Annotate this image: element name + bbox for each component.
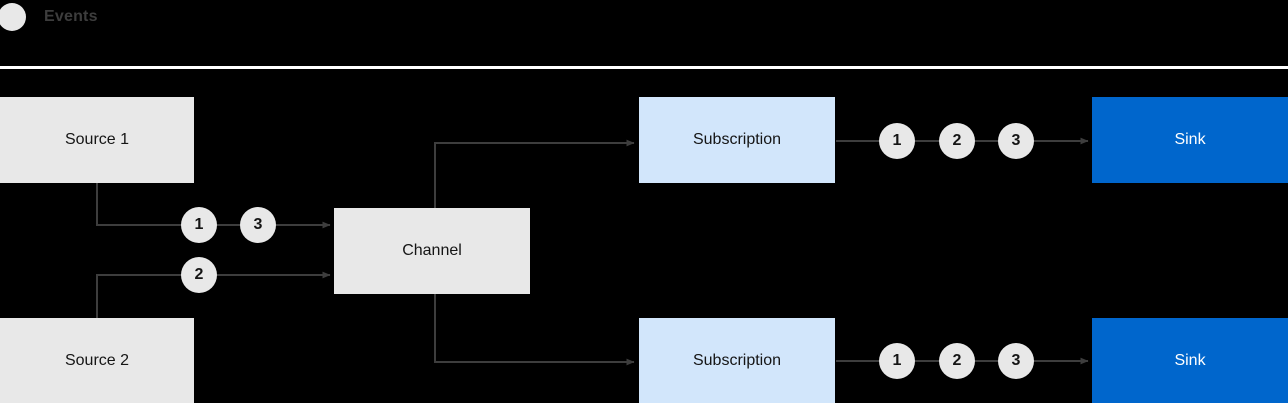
- events-legend-marker-icon: [0, 3, 26, 31]
- event-badge: 1: [181, 207, 217, 243]
- event-badge: 3: [998, 123, 1034, 159]
- legend: Events: [0, 0, 1288, 34]
- event-badge: 2: [181, 257, 217, 293]
- event-badge: 1: [879, 123, 915, 159]
- node-subscription-bottom-label: Subscription: [692, 351, 782, 369]
- node-channel-label: Channel: [402, 242, 462, 259]
- node-sink-bottom[interactable]: Sink: [1092, 318, 1288, 403]
- node-subscription-bottom[interactable]: Subscription: [639, 318, 835, 403]
- node-source-2[interactable]: Source 2: [0, 318, 194, 403]
- legend-label: Events: [44, 8, 98, 25]
- node-sink-top[interactable]: Sink: [1092, 97, 1288, 183]
- node-subscription-top-label: Subscription: [692, 131, 782, 148]
- node-source-2-label: Source 2: [64, 351, 130, 369]
- node-sink-bottom-label: Sink: [1174, 351, 1206, 369]
- event-badge: 3: [998, 343, 1034, 379]
- node-sink-top-label: Sink: [1174, 131, 1206, 148]
- header-divider: [0, 66, 1288, 69]
- event-badge: 2: [939, 123, 975, 159]
- node-source-1[interactable]: Source 1: [0, 97, 194, 183]
- event-badge: 2: [939, 343, 975, 379]
- node-subscription-top[interactable]: Subscription: [639, 97, 835, 183]
- node-channel[interactable]: Channel: [334, 208, 530, 294]
- node-source-1-label: Source 1: [64, 131, 130, 148]
- event-badge: 1: [879, 343, 915, 379]
- event-badge: 3: [240, 207, 276, 243]
